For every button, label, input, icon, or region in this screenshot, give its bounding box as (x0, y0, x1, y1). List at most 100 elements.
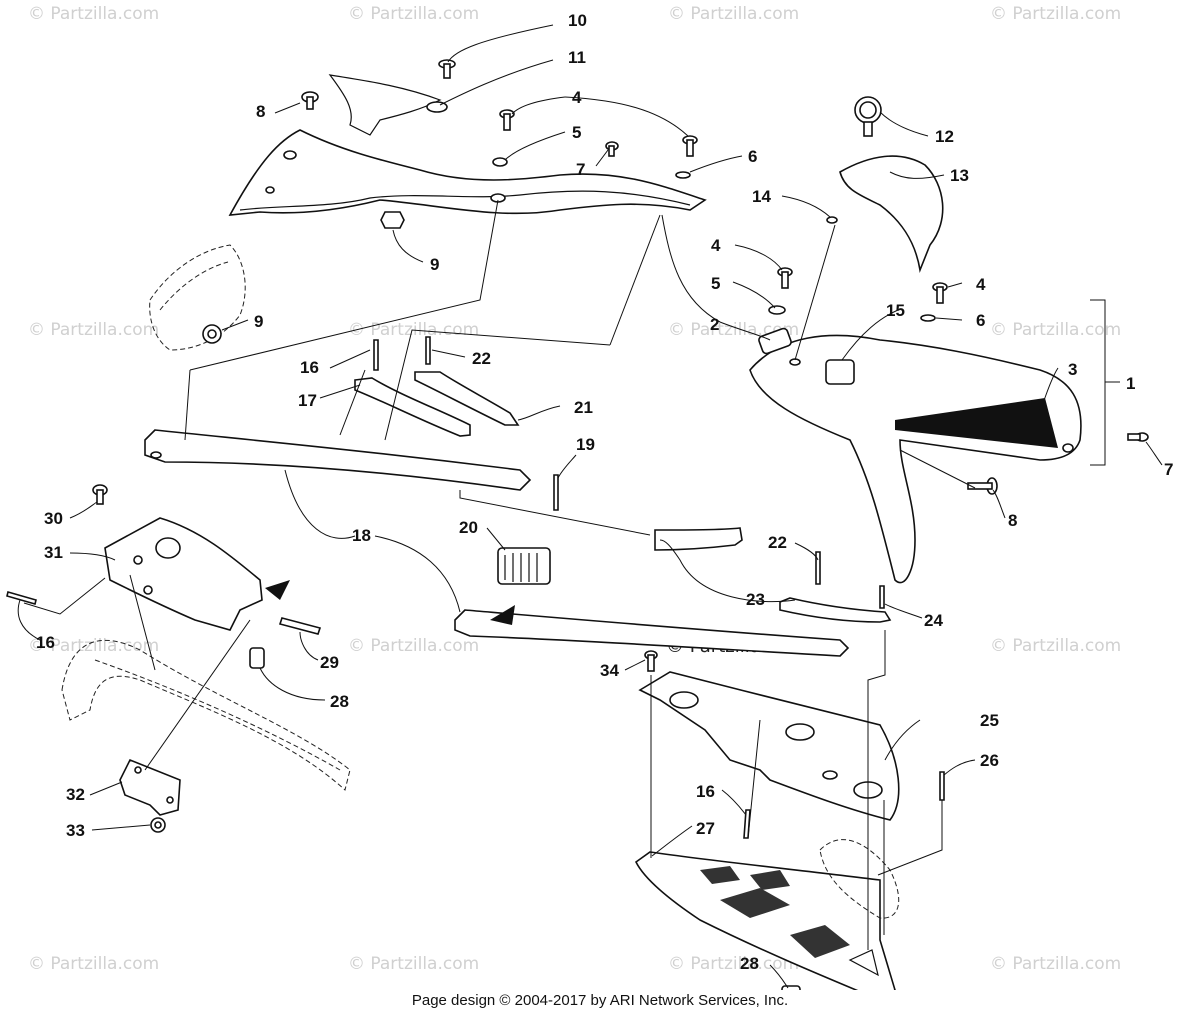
nut-33 (150, 817, 166, 833)
callout-4: 4 (711, 236, 721, 255)
fastener-4a (499, 109, 515, 131)
dashed-frame (94, 659, 341, 771)
grommet-14 (826, 216, 838, 224)
callout-32: 32 (66, 785, 85, 804)
watermark: © Partzilla.com (990, 320, 1122, 340)
fastener-7b (1127, 432, 1149, 442)
fastener-8 (301, 91, 319, 110)
callout-6: 6 (976, 311, 985, 330)
plate-2 (758, 327, 792, 355)
watermark: © Partzilla.com (990, 954, 1122, 974)
rivet-16a (373, 339, 379, 371)
bar-upper (144, 429, 532, 491)
callout-18: 18 (352, 526, 371, 545)
arrow-marker (265, 580, 290, 600)
washer-5a (492, 157, 508, 167)
callout-22: 22 (472, 349, 491, 368)
rivet-19 (553, 474, 559, 511)
rivet-24 (879, 585, 885, 609)
rivet-16b (6, 591, 37, 605)
callout-9: 9 (254, 312, 263, 331)
callout-14: 14 (752, 187, 771, 206)
callout-1: 1 (1126, 374, 1135, 393)
bar-lower (454, 605, 850, 657)
callout-8: 8 (1008, 511, 1017, 530)
fastener-7a (605, 141, 619, 157)
bracket-1 (1090, 299, 1106, 466)
callout-28: 28 (740, 954, 759, 973)
callout-13: 13 (950, 166, 969, 185)
rivet-26 (939, 771, 945, 801)
bolt-29 (278, 617, 322, 635)
dashed-outline (149, 244, 246, 351)
clip-6a (675, 171, 691, 179)
callout-15: 15 (886, 301, 905, 320)
housing-31 (104, 517, 263, 631)
callout-10: 10 (568, 11, 587, 30)
bracket-32 (119, 758, 181, 816)
callout-9: 9 (430, 255, 439, 274)
callout-16: 16 (36, 633, 55, 652)
copyright-footer: Page design © 2004-2017 by ARI Network S… (411, 992, 789, 1009)
watermark: © Partzilla.com (348, 4, 480, 24)
callout-31: 31 (44, 543, 63, 562)
watermark: © Partzilla.com (668, 954, 800, 974)
callout-22: 22 (768, 533, 787, 552)
rivet-22b (815, 551, 821, 585)
callout-11: 11 (568, 48, 586, 67)
fastener-4d (932, 282, 948, 304)
callout-23: 23 (746, 590, 765, 609)
right-panel (749, 334, 1082, 584)
watermark: © Partzilla.com (348, 954, 480, 974)
callout-16: 16 (696, 782, 715, 801)
dashed-outline (819, 839, 900, 919)
rivet-22a (425, 336, 431, 365)
callout-17: 17 (298, 391, 317, 410)
callout-33: 33 (66, 821, 85, 840)
watermark: © Partzilla.com (28, 320, 160, 340)
watermark: © Partzilla.com (28, 954, 160, 974)
watermark: © Partzilla.com (990, 4, 1122, 24)
bracket-23 (654, 527, 743, 551)
washer-5b (768, 305, 786, 315)
callout-30: 30 (44, 509, 63, 528)
callout-6: 6 (748, 147, 757, 166)
watermark: © Partzilla.com (28, 636, 160, 656)
clip-6b (920, 314, 936, 322)
callout-25: 25 (980, 711, 999, 730)
fastener-4b (682, 135, 698, 157)
block-20 (497, 547, 551, 585)
ring-12 (854, 96, 882, 137)
watermark: © Partzilla.com (28, 4, 160, 24)
callout-19: 19 (576, 435, 595, 454)
left-upper-panel (228, 74, 707, 216)
bracket-24 (779, 597, 892, 623)
dashed-outline (159, 261, 229, 311)
callout-12: 12 (935, 127, 954, 146)
callout-29: 29 (320, 653, 339, 672)
callouts: 10 11 8 4 5 7 6 9 9 12 13 14 4 5 15 4 6 … (36, 11, 1173, 973)
fastener-10 (438, 59, 456, 79)
callout-7: 7 (1164, 460, 1173, 479)
plate-25 (638, 671, 900, 821)
callout-7: 7 (576, 160, 585, 179)
fastener-8b (967, 477, 998, 495)
clip-28a (249, 647, 265, 669)
bolt-30 (92, 484, 108, 505)
cowl-13 (839, 155, 944, 273)
callout-4: 4 (572, 88, 582, 107)
nut-9b (202, 324, 222, 344)
dashed-frame (61, 639, 351, 791)
diagram-drawing: 10 11 8 4 5 7 6 9 9 12 13 14 4 5 15 4 6 … (6, 11, 1173, 990)
skid-plate-27 (634, 851, 896, 990)
leader-lines (17, 24, 1163, 989)
callout-5: 5 (711, 274, 720, 293)
bolt-34 (644, 650, 658, 672)
callout-16: 16 (300, 358, 319, 377)
callout-4: 4 (976, 275, 986, 294)
callout-20: 20 (459, 518, 478, 537)
bracket-21 (414, 371, 520, 426)
callout-8: 8 (256, 102, 265, 121)
callout-27: 27 (696, 819, 715, 838)
